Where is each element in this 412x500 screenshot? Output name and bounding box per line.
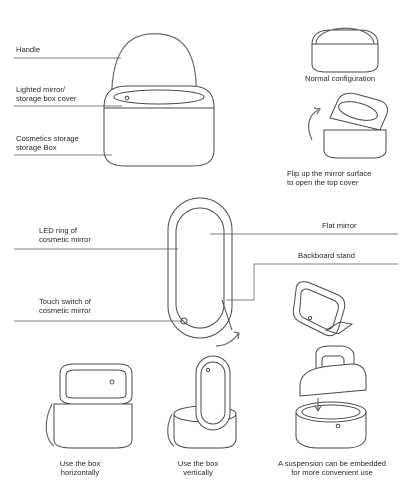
storage-box-body [103, 107, 215, 167]
label-cosmetics-line1: Cosmetics storage [16, 134, 79, 143]
label-touch-line2: cosmetic mirror [39, 306, 91, 315]
flip-box-body [323, 129, 387, 159]
vertical-use-illustration [167, 355, 237, 449]
label-suspension-line2: for more convenient use [291, 468, 373, 477]
mirror-lid [103, 85, 215, 109]
horiz-mirror [59, 363, 133, 405]
label-led-line2: cosmetic mirror [39, 235, 91, 244]
label-flip-line1: Flip up the mirror surface [287, 169, 372, 178]
handle-strap [111, 33, 197, 113]
label-vertical-line2: vertically [183, 468, 213, 477]
label-backboard-stand: Backboard stand [298, 251, 355, 260]
stand-mirror-illustration [292, 281, 354, 337]
label-handle: Handle [16, 45, 41, 54]
curved-arrow-icon [308, 109, 319, 141]
vert-mirror [195, 355, 231, 431]
curved-arrow-icon [215, 333, 239, 347]
small-box-body [311, 43, 379, 73]
tilted-mirror [292, 281, 346, 337]
flip-up-illustration [308, 92, 389, 159]
label-flip-line2: to open the top cover [287, 178, 359, 187]
label-flat-mirror: Flat mirror [322, 221, 357, 230]
lid-ring [113, 89, 205, 105]
horiz-box-body [53, 403, 133, 449]
label-vertical-line1: Use the box [177, 459, 219, 468]
label-horizontal-line1: Use the box [59, 459, 101, 468]
label-touch-line1: Touch switch of [39, 297, 91, 306]
lid-button [124, 95, 130, 101]
small-box-lid [311, 29, 379, 45]
label-suspension-line1: A suspension can be embedded [277, 459, 387, 468]
label-led-line1: LED ring of [39, 226, 77, 235]
small-handle [315, 27, 375, 45]
suspension-illustration [295, 345, 367, 449]
leader-stand [226, 263, 398, 301]
normal-config-illustration [311, 27, 379, 73]
upright-mirror [14, 197, 398, 347]
horiz-handle [45, 403, 55, 447]
flip-box-lid [329, 92, 389, 131]
mirror-led-ring [175, 207, 225, 329]
storage-box-main [14, 33, 215, 167]
horizontal-use-illustration [45, 363, 133, 449]
label-lighted-mirror-line2: storage box cover [16, 94, 77, 103]
label-normal-config: Normal configuration [305, 74, 376, 83]
label-horizontal-line2: horizontally [60, 468, 100, 477]
mirror-frame [167, 197, 233, 339]
backboard-stand [324, 321, 354, 335]
stand-leg [221, 299, 233, 331]
susp-lid [299, 363, 367, 397]
label-cosmetics-line2: storage Box [16, 143, 57, 152]
label-lighted-mirror-line1: Lighted mirror/ [16, 85, 65, 94]
